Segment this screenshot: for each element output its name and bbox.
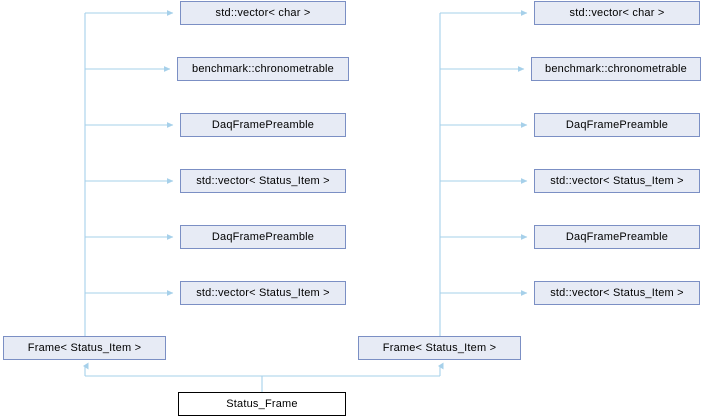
left-column-edges — [84, 10, 174, 337]
node-label: DaqFramePreamble — [211, 118, 315, 131]
node-left-std-vector-char[interactable]: std::vector< char > — [180, 1, 346, 25]
node-label: std::vector< Status_Item > — [196, 174, 330, 187]
node-label: DaqFramePreamble — [565, 230, 669, 243]
node-right-std-vector-char[interactable]: std::vector< char > — [534, 1, 700, 25]
inheritance-edges — [83, 362, 444, 392]
node-status-frame[interactable]: Status_Frame — [178, 392, 346, 416]
node-label: benchmark::chronometrable — [192, 62, 334, 75]
node-label: benchmark::chronometrable — [545, 62, 687, 75]
node-label: std::vector< Status_Item > — [550, 286, 684, 299]
node-left-frame-status-item[interactable]: Frame< Status_Item > — [3, 336, 166, 360]
node-left-std-vector-status-item-1[interactable]: std::vector< Status_Item > — [180, 169, 346, 193]
node-label: std::vector< char > — [569, 6, 665, 19]
node-label: Frame< Status_Item > — [382, 341, 497, 354]
node-label: DaqFramePreamble — [211, 230, 315, 243]
node-right-std-vector-status-item-2[interactable]: std::vector< Status_Item > — [534, 281, 700, 305]
node-right-daqframepreamble-2[interactable]: DaqFramePreamble — [534, 225, 700, 249]
node-label: DaqFramePreamble — [565, 118, 669, 131]
node-left-std-vector-status-item-2[interactable]: std::vector< Status_Item > — [180, 281, 346, 305]
node-label: Frame< Status_Item > — [27, 341, 142, 354]
node-right-daqframepreamble-1[interactable]: DaqFramePreamble — [534, 113, 700, 137]
node-left-benchmark-chronometrable[interactable]: benchmark::chronometrable — [177, 57, 349, 81]
node-left-daqframepreamble-1[interactable]: DaqFramePreamble — [180, 113, 346, 137]
node-right-benchmark-chronometrable[interactable]: benchmark::chronometrable — [531, 57, 701, 81]
node-label: std::vector< char > — [215, 6, 311, 19]
node-label: std::vector< Status_Item > — [550, 174, 684, 187]
right-column-edges — [439, 10, 528, 337]
node-label: Status_Frame — [226, 397, 298, 410]
node-label: std::vector< Status_Item > — [196, 286, 330, 299]
node-left-daqframepreamble-2[interactable]: DaqFramePreamble — [180, 225, 346, 249]
node-right-std-vector-status-item-1[interactable]: std::vector< Status_Item > — [534, 169, 700, 193]
node-right-frame-status-item[interactable]: Frame< Status_Item > — [358, 336, 521, 360]
